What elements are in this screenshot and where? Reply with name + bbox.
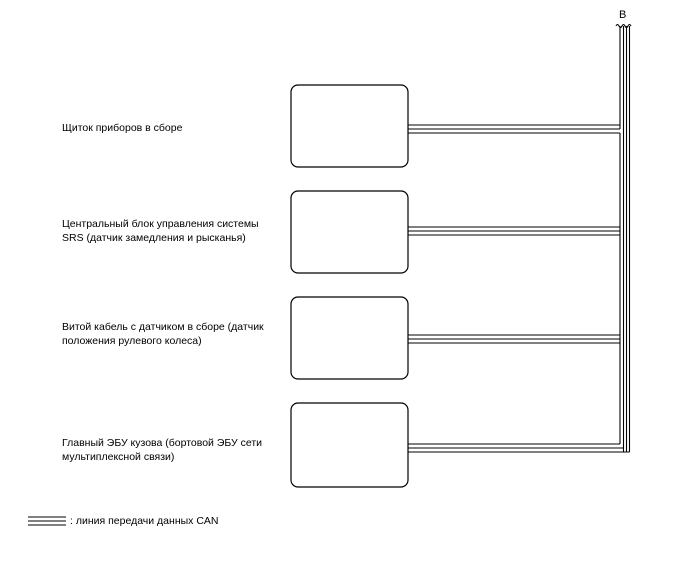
can-branch-spiral-cable	[408, 334, 621, 444]
legend-can-line-symbol	[28, 516, 66, 526]
component-label-main-body-ecu: Главный ЭБУ кузова (бортовой ЭБУ сети му…	[62, 437, 263, 463]
connector-label: B	[619, 9, 627, 21]
component-box-srs-ecu	[290, 190, 409, 274]
component-label-spiral-cable: Витой кабель с датчиком в сборе (датчик …	[62, 321, 264, 347]
legend-text: : линия передачи данных CAN	[70, 515, 219, 527]
component-label-srs-ecu: Центральный блок управления системы SRS …	[62, 218, 259, 244]
can-branch-main-body-ecu	[408, 443, 630, 453]
component-box-instrument-cluster	[290, 84, 409, 168]
can-branch-instrument-cluster	[408, 124, 621, 235]
can-branch-srs-ecu	[408, 226, 621, 343]
component-box-spiral-cable	[290, 296, 409, 380]
component-label-instrument-cluster: Щиток приборов в сборе	[62, 122, 183, 134]
can-bus-trunk	[615, 23, 632, 452]
component-box-main-body-ecu	[290, 402, 409, 488]
